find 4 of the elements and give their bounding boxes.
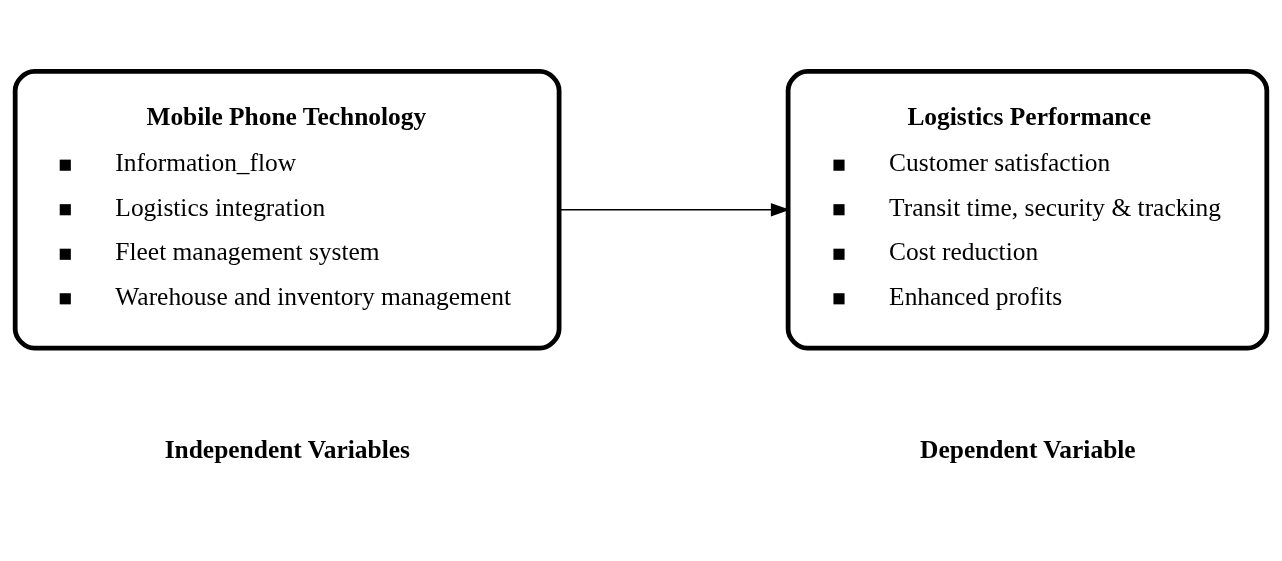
node-box: Logistics Performance Customer satisfaction Transit time, security & tracking Cost reduction Enhanced profits <box>785 68 1270 351</box>
node-box: Mobile Phone Technology Information_flow Logistics integration Fleet management system Warehouse and inventory management <box>12 68 562 351</box>
label: Dependent Variable <box>920 434 1136 464</box>
label: Independent Variables <box>164 434 410 464</box>
